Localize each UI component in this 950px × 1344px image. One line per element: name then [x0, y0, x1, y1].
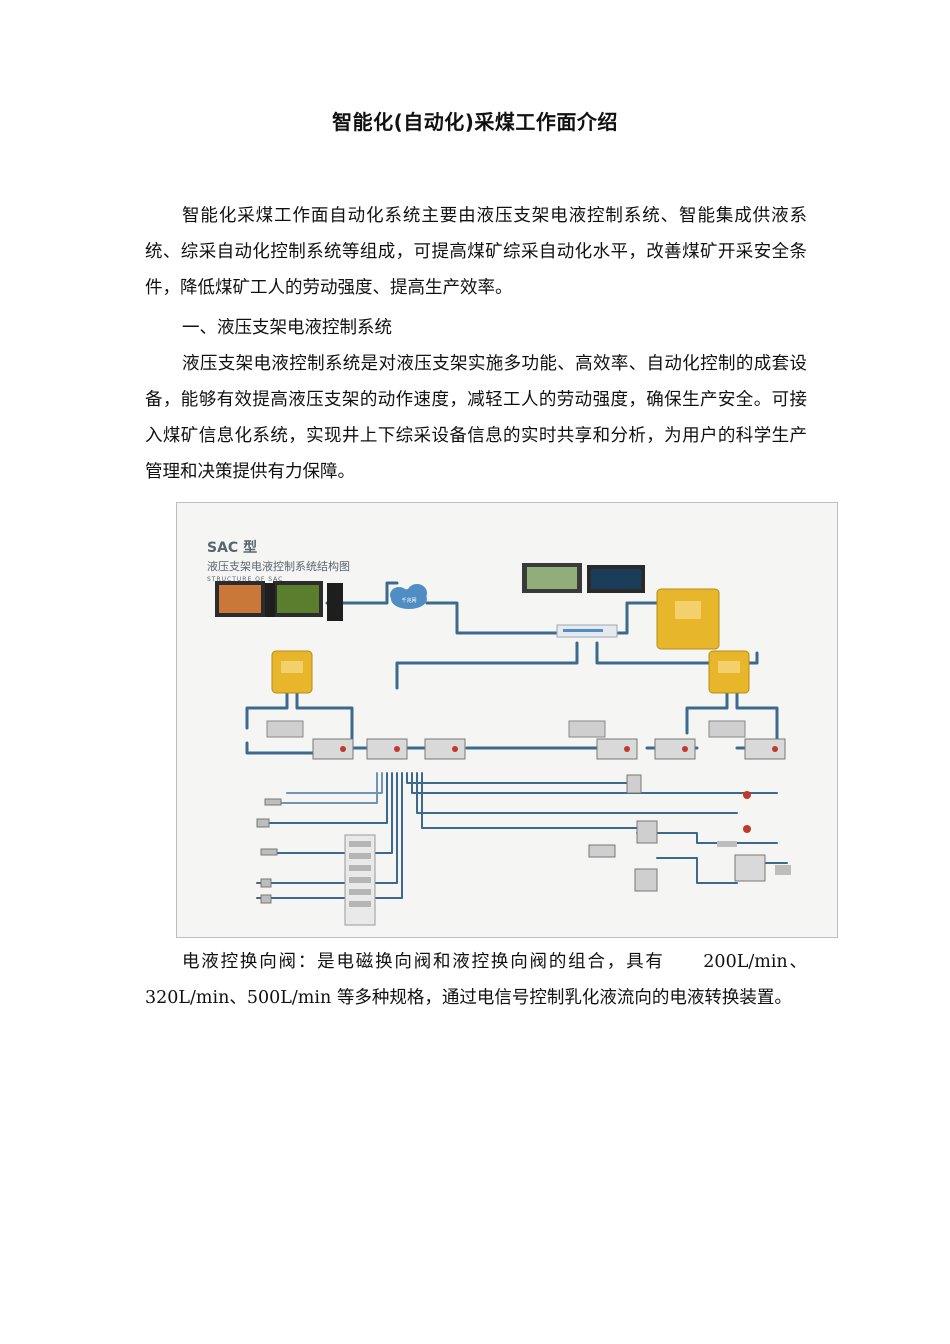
system-structure-figure: SAC 型 液压支架电液控制系统结构图 STRUCTURE OF SAC	[176, 502, 838, 938]
document-title: 智能化(自动化)采煤工作面介绍	[332, 110, 618, 134]
valve-description-paragraph: 电液控换向阀：是电磁换向阀和液控换向阀的组合，具有 200L/min、320L/…	[145, 952, 807, 1008]
figure-title-line2: 液压支架电液控制系统结构图	[207, 560, 350, 573]
figure-title-line1: SAC 型	[207, 540, 258, 556]
section-heading: 一、液压支架电液控制系统	[182, 318, 392, 338]
cloud-label: 千兆网	[401, 597, 416, 604]
figure-title: SAC 型 液压支架电液控制系统结构图 STRUCTURE OF SAC	[207, 537, 350, 583]
section-body-paragraph: 液压支架电液控制系统是对液压支架实施多功能、高效率、自动化控制的成套设备，能够有…	[145, 354, 807, 482]
figure-title-line3: STRUCTURE OF SAC	[207, 576, 284, 583]
system-diagram: 千兆网	[215, 563, 791, 926]
network-cloud-icon: 千兆网	[390, 584, 427, 609]
support-controllers	[312, 738, 786, 760]
workstation-monitors	[215, 581, 343, 621]
intro-paragraph: 智能化采煤工作面自动化系统主要由液压支架电液控制系统、智能集成供液系统、综采自动…	[145, 206, 807, 298]
explosion-proof-enclosures	[271, 588, 750, 694]
